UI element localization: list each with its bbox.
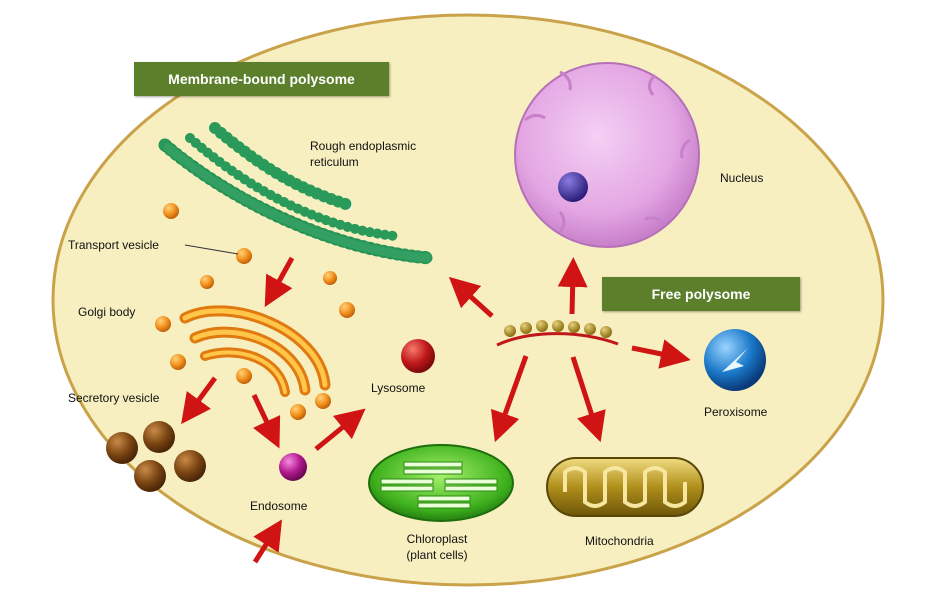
arrow-into-endosome — [252, 519, 283, 564]
arrows — [181, 256, 691, 564]
rough-er — [158, 122, 437, 265]
endosome — [279, 453, 307, 481]
label-transport-vesicle: Transport vesicle — [68, 238, 159, 252]
label-chloroplast-line1: Chloroplast — [406, 532, 468, 546]
nucleus — [514, 62, 700, 248]
banner-membrane-bound-polysome: Membrane-bound polysome — [134, 62, 389, 96]
arrow-polysome-to-er — [448, 276, 494, 318]
label-secretory-vesicle: Secretory vesicle — [68, 391, 160, 405]
arrow-polysome-to-peroxisome — [631, 339, 691, 369]
mitochondria — [546, 457, 704, 517]
arrow-polysome-to-nucleus — [557, 257, 588, 315]
lysosome — [401, 339, 435, 373]
label-mitochondria: Mitochondria — [585, 534, 654, 548]
transport-vesicles — [155, 203, 355, 420]
label-lysosome: Lysosome — [371, 381, 426, 395]
label-golgi-body: Golgi body — [78, 305, 136, 319]
chloroplast — [368, 444, 514, 522]
arrow-er-to-golgi — [264, 256, 295, 308]
secretory-vesicles — [106, 421, 206, 492]
label-rough-er-line1: Rough endoplasmic — [310, 139, 417, 153]
arrow-polysome-to-chloroplast — [490, 355, 529, 443]
label-endosome: Endosome — [250, 499, 308, 513]
arrow-endosome-to-lysosome — [314, 408, 366, 451]
label-nucleus: Nucleus — [720, 171, 764, 185]
label-chloroplast-line2: (plant cells) — [406, 548, 468, 562]
arrow-golgi-to-secretory — [181, 376, 218, 425]
label-peroxisome: Peroxisome — [704, 405, 768, 419]
golgi-body — [179, 305, 331, 397]
nucleolus — [558, 172, 588, 202]
arrow-polysome-to-mitochondria — [570, 356, 606, 443]
arrow-golgi-to-endosome — [251, 393, 281, 449]
peroxisome — [704, 329, 766, 391]
label-rough-er-line2: reticulum — [310, 155, 359, 169]
banner-free-polysome: Free polysome — [602, 277, 800, 311]
free-polysome — [496, 320, 619, 347]
transport-vesicle-pointer — [184, 244, 239, 255]
